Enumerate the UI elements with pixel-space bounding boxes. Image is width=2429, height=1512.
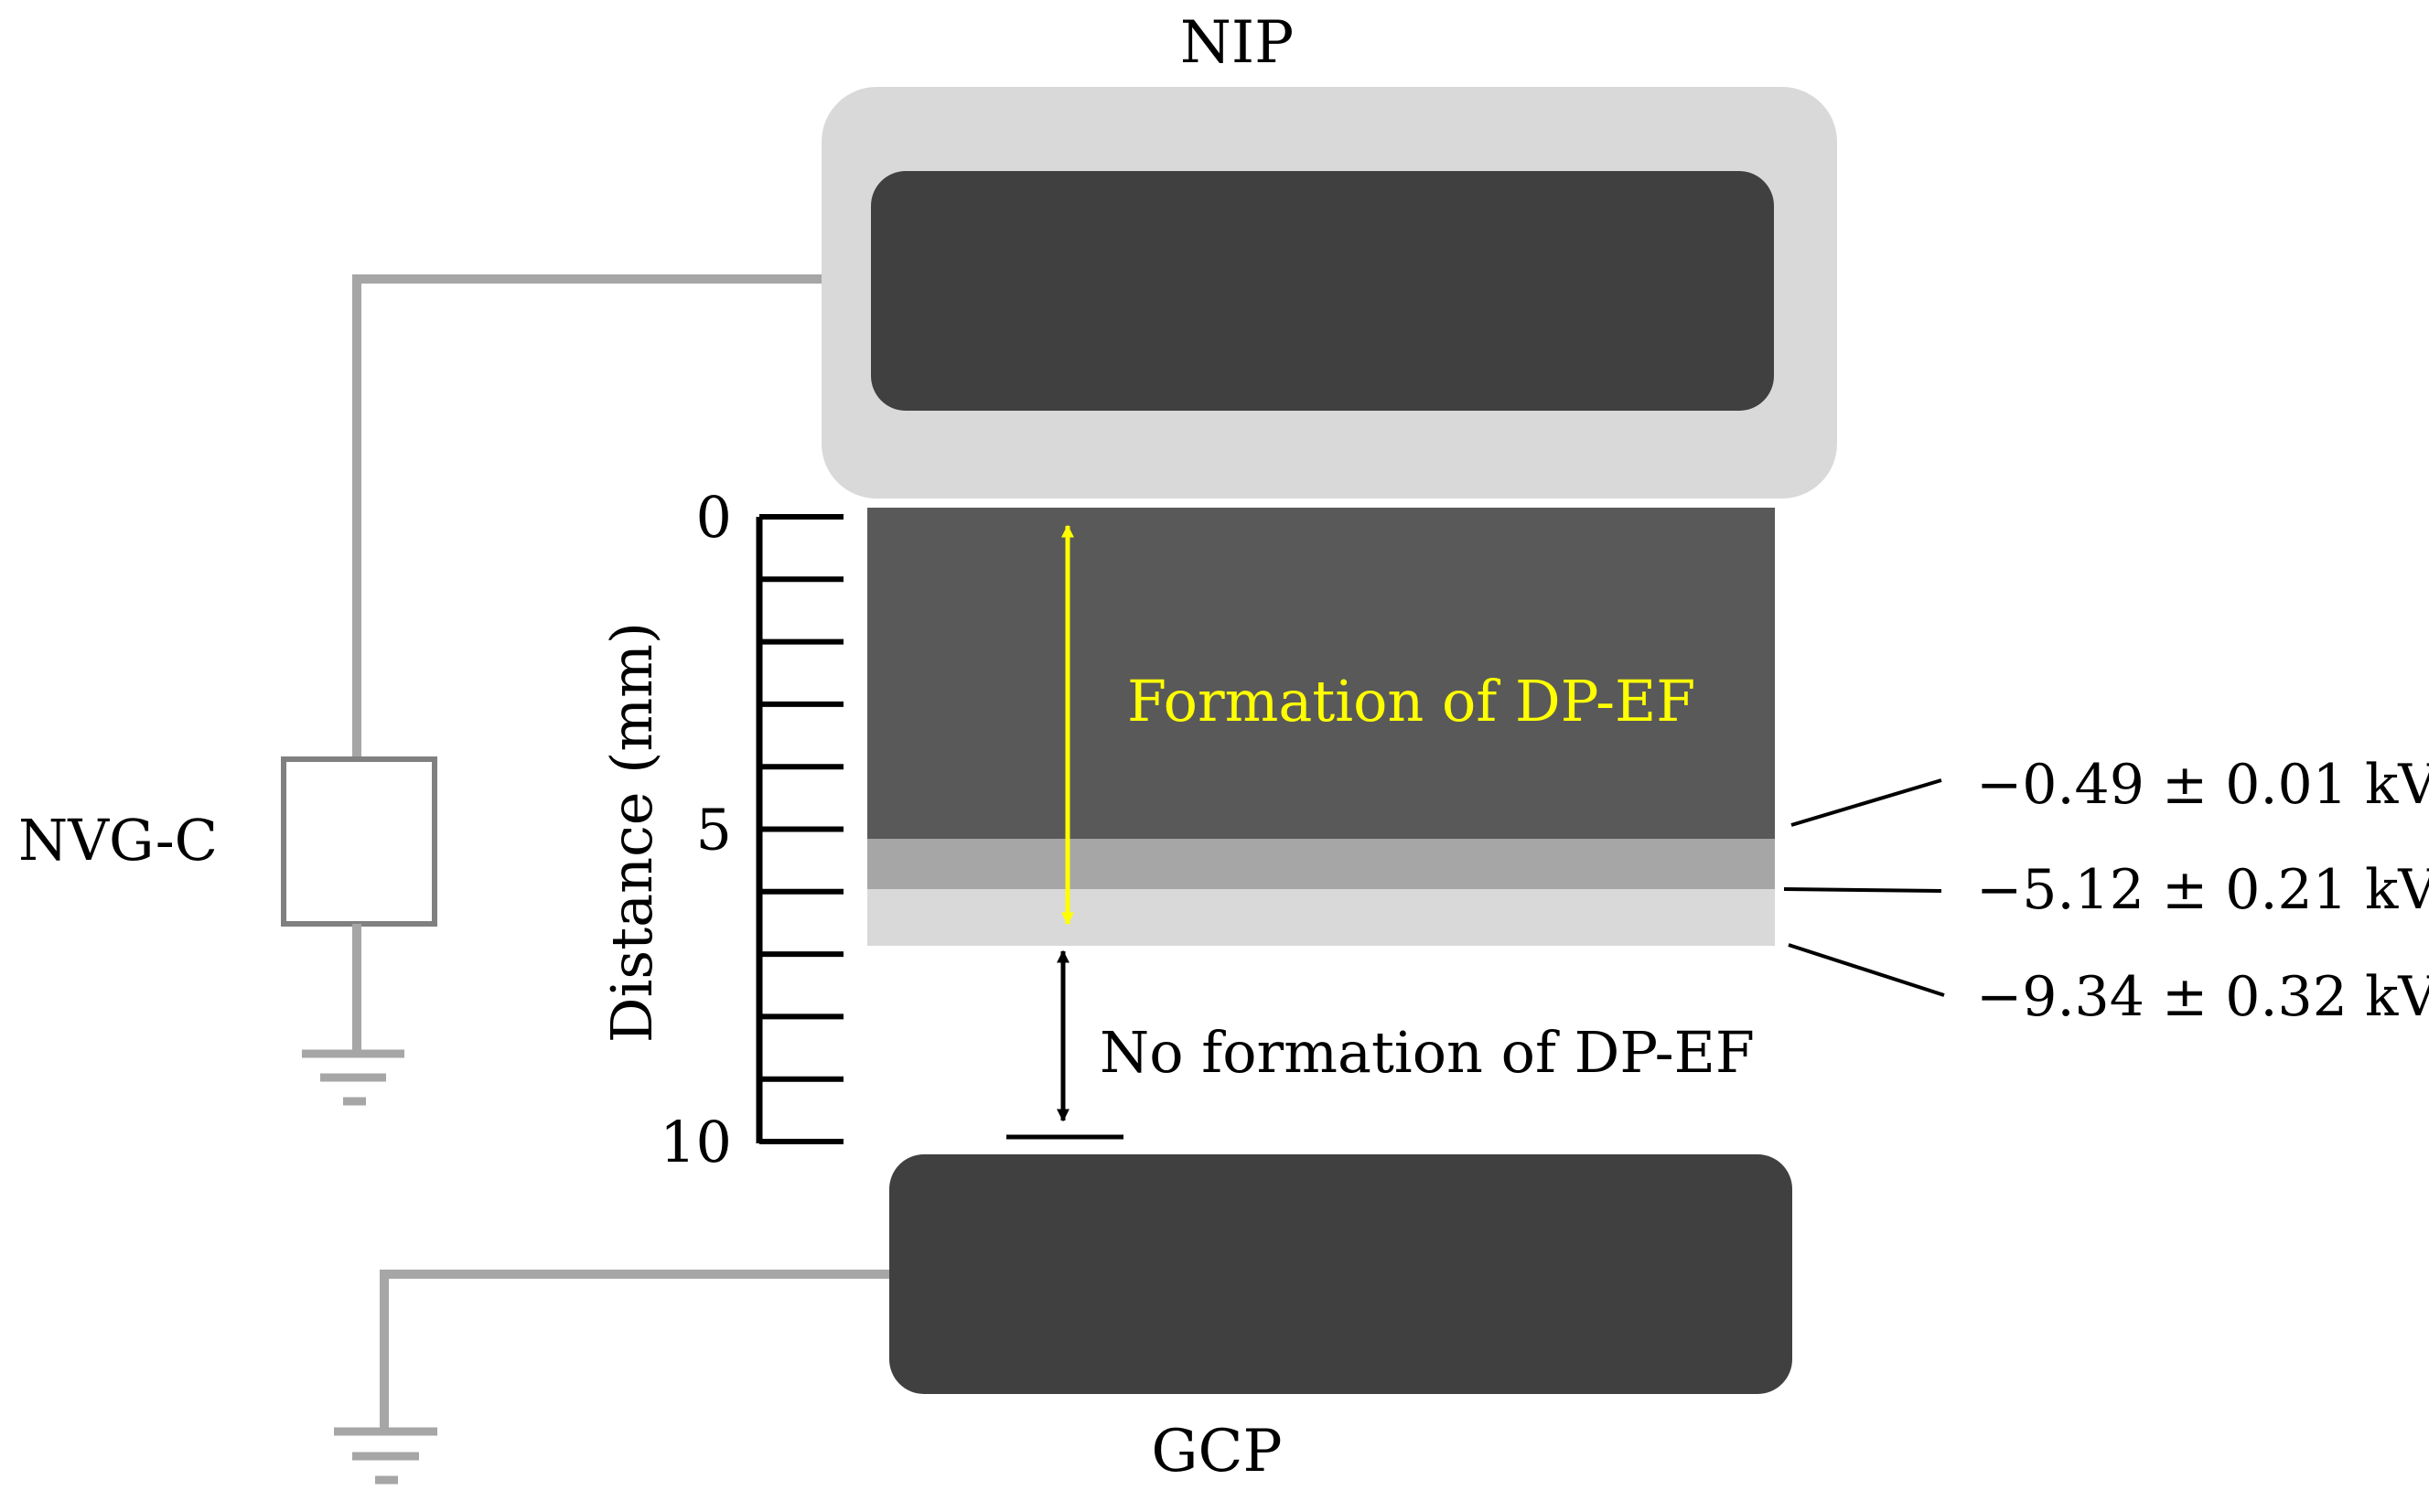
nvgc-label: NVG-C [18,807,218,874]
dp-ef-region [867,508,1775,839]
nvgc-capacitor-box [281,756,437,927]
voltage-label-1: −0.49 ± 0.01 kV [1976,753,2429,817]
voltage-leaders [1783,778,1945,997]
gcp-label: GCP [1151,1418,1282,1485]
ruler-ticks [759,514,844,1144]
no-formation-label: No formation of DP-EF [1100,1019,1755,1086]
axis-title: Distance (mm) [598,622,665,1043]
voltage-label-3: −9.34 ± 0.32 kV [1976,965,2429,1029]
ruler-tick-label: 10 [660,1109,732,1175]
gcp-electrode [889,1154,1792,1394]
mid-band [867,839,1775,889]
gcp-wire [380,1270,892,1429]
nip-label: NIP [1180,9,1294,77]
voltage-leader-2 [1783,887,1942,893]
voltage-label-2: −5.12 ± 0.21 kV [1976,858,2429,922]
voltage-leader-1 [1790,778,1942,827]
ruler-tick-label: 5 [696,797,732,863]
ruler-tick-label: 0 [696,484,732,551]
gcp-circuit [334,1270,892,1485]
nvgc-circuit [281,274,865,1106]
ruler-tick-labels: 0 5 10 [660,484,732,1175]
nip-wire [352,274,865,759]
ground-icon [334,1427,437,1485]
formation-label: Formation of DP-EF [1127,668,1695,735]
light-band [867,889,1775,946]
nip-core [871,171,1774,411]
field-region [867,508,1775,946]
distance-ruler: 0 5 10 [660,484,844,1175]
voltage-leader-3 [1788,943,1945,997]
nip-electrode [822,87,1837,499]
ground-icon [302,1049,404,1106]
